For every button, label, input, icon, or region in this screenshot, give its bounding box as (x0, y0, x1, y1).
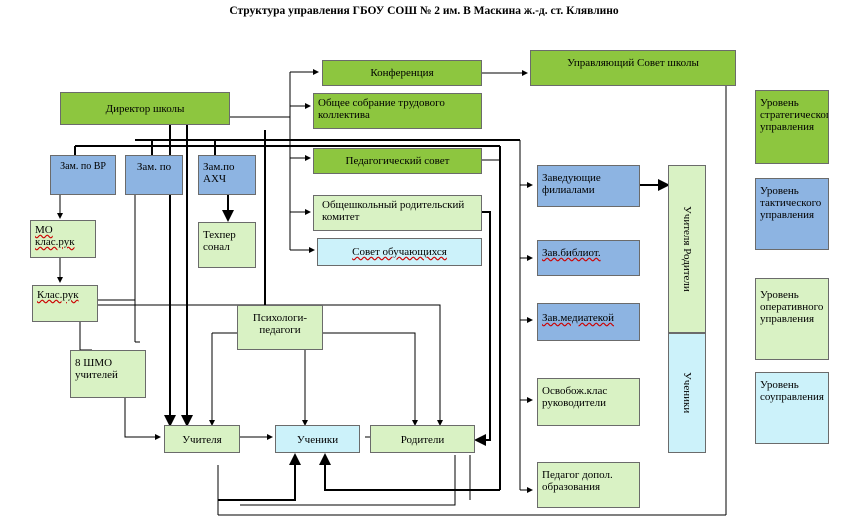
pupils-box: Ученики (275, 425, 360, 453)
parent-committee-box: Общешкольный родительский комитет (313, 195, 482, 231)
librarian-box: Зав.библиот. (537, 240, 640, 276)
tech-staff-box: Техпер сонал (198, 222, 256, 268)
parents-box: Родители (370, 425, 475, 453)
add-edu-box: Педагог допол. образования (537, 462, 640, 508)
student-council-box: Совет обучающихся (317, 238, 482, 266)
branch-heads-box: Заведующие филиалами (537, 165, 640, 207)
legend-coguidance: Уровень соуправления (755, 372, 829, 444)
deputy-vr-box: Зам. по ВР (50, 155, 116, 195)
ped-council-box: Педагогический совет (313, 148, 482, 174)
general-meeting-box: Общее собрание трудового коллектива (313, 93, 482, 129)
conference-box: Конференция (322, 60, 482, 86)
klass-ruk-label: Клас.рук (37, 289, 79, 301)
legend-strategic: Уровень стратегического управления (755, 90, 829, 164)
psychologists-box: Психологи-педагоги (237, 305, 323, 350)
mo-klass-label: МО клас.рук (35, 224, 75, 248)
free-klass-box: Освобож.клас руководители (537, 378, 640, 426)
teachers-box: Учителя (164, 425, 240, 453)
media-box: Зав.медиатекой (537, 303, 640, 341)
librarian-label: Зав.библиот. (542, 247, 601, 259)
diagram-title: Структура управления ГБОУ СОШ № 2 им. В … (229, 5, 619, 17)
mo-klass-box: МО клас.рук (30, 220, 96, 258)
student-council-label: Совет обучающихся (352, 246, 447, 258)
klass-ruk-box: Клас.рук (32, 285, 98, 322)
column-pupils: Ученики (668, 333, 706, 453)
shmo-box: 8 ШМО учителей (70, 350, 146, 398)
director-box: Директор школы (60, 92, 230, 125)
media-label: Зав.медиатекой (542, 312, 614, 324)
school-council-box: Управляющий Совет школы (530, 50, 736, 86)
column-teachers-parents: Учителя Родители (668, 165, 706, 333)
legend-operative: Уровень оперативного управления (755, 278, 829, 360)
deputy-po-box: Зам. по (125, 155, 183, 195)
legend-tactical: Уровень тактического управления (755, 178, 829, 250)
deputy-ahch-box: Зам.по АХЧ (198, 155, 256, 195)
